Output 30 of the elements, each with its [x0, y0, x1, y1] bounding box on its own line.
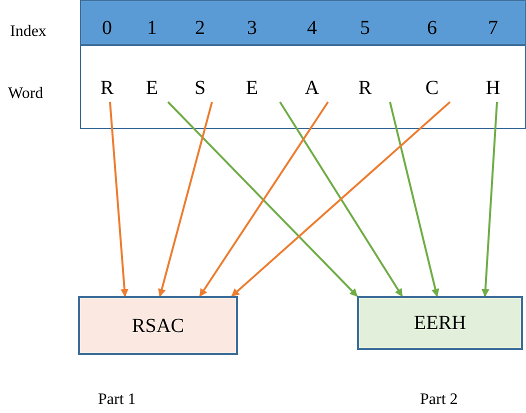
index-number: 7 [487, 16, 499, 40]
result-box: RSAC [78, 296, 238, 355]
index-number: 4 [306, 16, 318, 40]
result-box: EERH [357, 296, 523, 350]
arrow [158, 102, 213, 297]
index-number: 5 [359, 16, 371, 40]
word-letter: E [142, 76, 162, 100]
index-number: 6 [426, 16, 438, 40]
arrow [199, 101, 329, 297]
arrow [481, 102, 498, 297]
row-label: Word [8, 84, 44, 104]
arrow [231, 101, 451, 297]
word-letter: R [97, 76, 117, 100]
part-caption: Part 1 [98, 390, 136, 410]
arrow [109, 102, 128, 297]
word-letter: S [190, 76, 210, 100]
word-letter: A [302, 76, 322, 100]
word-letter: H [483, 76, 503, 100]
word-letter: R [355, 76, 375, 100]
index-number: 0 [101, 16, 113, 40]
word-letter: E [242, 76, 262, 100]
index-number: 1 [146, 16, 158, 40]
word-letter: C [422, 76, 442, 100]
index-number: 2 [194, 16, 206, 40]
arrow [279, 101, 403, 297]
arrow [167, 101, 358, 297]
row-label: Index [10, 22, 46, 42]
arrow [389, 102, 440, 297]
part-caption: Part 2 [420, 390, 458, 410]
index-number: 3 [246, 16, 258, 40]
